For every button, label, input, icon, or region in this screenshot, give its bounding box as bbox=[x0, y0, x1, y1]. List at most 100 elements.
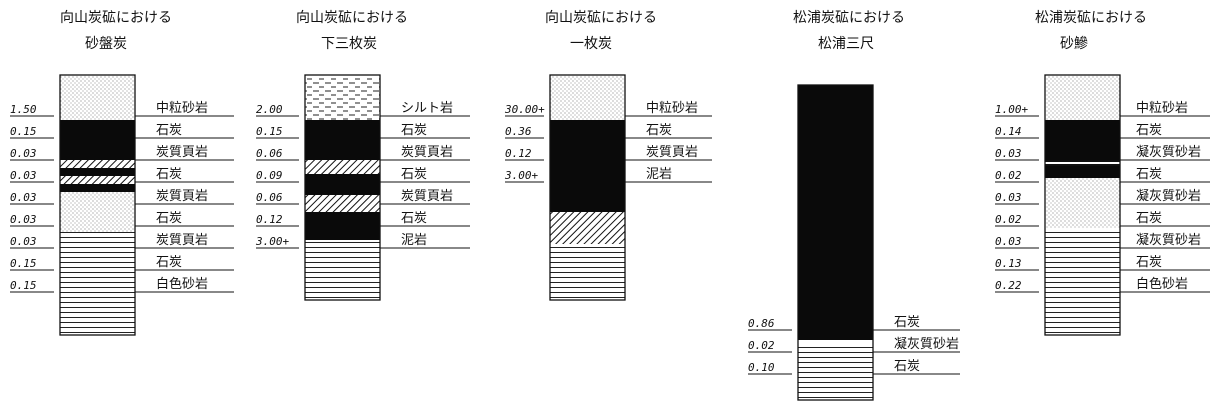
layer-label: 凝灰質砂岩 bbox=[1136, 144, 1201, 160]
column-title-line2: 砂鰺 bbox=[1060, 36, 1088, 52]
layer-label: 凝灰質砂岩 bbox=[1136, 188, 1201, 204]
layer-band-dots bbox=[1045, 178, 1120, 184]
layer-band-lines bbox=[550, 244, 625, 300]
layer-band-lines bbox=[60, 232, 135, 262]
layer-band-coal bbox=[60, 168, 135, 176]
column-outline bbox=[304, 74, 381, 301]
layer-thickness: 0.03 bbox=[10, 169, 37, 182]
layer-band-coal bbox=[60, 184, 135, 192]
layer-label: 石炭 bbox=[646, 123, 672, 138]
layer-band-hatch bbox=[305, 160, 380, 174]
layer-thickness: 0.15 bbox=[10, 279, 37, 292]
layer-thickness: 3.00+ bbox=[504, 169, 538, 182]
layer-label: 石炭 bbox=[894, 315, 920, 330]
layer-thickness: 0.03 bbox=[995, 147, 1022, 160]
layer-label: 石炭 bbox=[401, 123, 427, 138]
layer-thickness: 0.12 bbox=[256, 213, 283, 226]
layer-thickness: 0.10 bbox=[748, 361, 775, 374]
layer-band-dots bbox=[1045, 184, 1120, 228]
layer-thickness: 0.22 bbox=[995, 279, 1022, 292]
layer-band-lines bbox=[1045, 228, 1120, 268]
layer-label: 泥岩 bbox=[646, 167, 672, 182]
column-title-line1: 向山炭砿における bbox=[296, 10, 408, 26]
column-title-line1: 向山炭砿における bbox=[545, 10, 657, 26]
layer-label: 中粒砂岩 bbox=[1136, 101, 1188, 116]
layer-thickness: 1.00+ bbox=[995, 103, 1028, 116]
layer-label: 石炭 bbox=[156, 123, 182, 138]
column-title-line1: 向山炭砿における bbox=[60, 10, 172, 26]
layer-band-dots bbox=[60, 75, 135, 120]
layer-band-lines bbox=[1045, 268, 1120, 335]
layer-label: 泥岩 bbox=[401, 233, 427, 248]
layer-thickness: 0.15 bbox=[10, 125, 37, 138]
layer-band-hatch bbox=[60, 176, 135, 184]
column-title-line2: 松浦三尺 bbox=[818, 36, 874, 52]
column-title-line2: 砂盤炭 bbox=[85, 36, 127, 52]
column-title-line2: 一枚炭 bbox=[570, 36, 612, 52]
layer-thickness: 0.15 bbox=[256, 125, 283, 138]
layer-thickness: 30.00+ bbox=[504, 103, 545, 116]
layer-thickness: 0.13 bbox=[995, 257, 1022, 270]
layer-band-coal bbox=[550, 120, 625, 212]
layer-label: 白色砂岩 bbox=[1136, 276, 1188, 292]
layer-band-coal bbox=[1045, 166, 1120, 172]
layer-label: 石炭 bbox=[156, 167, 182, 182]
layer-label: 石炭 bbox=[401, 167, 427, 182]
layer-thickness: 0.36 bbox=[505, 125, 532, 138]
layer-band-dash bbox=[305, 75, 380, 120]
layer-thickness: 0.14 bbox=[995, 125, 1022, 138]
layer-label: 凝灰質砂岩 bbox=[1136, 232, 1201, 248]
layer-label: 石炭 bbox=[1136, 123, 1162, 138]
layer-band-dots bbox=[1045, 75, 1120, 120]
layer-band-lines bbox=[60, 262, 135, 335]
layer-label: 石炭 bbox=[894, 359, 920, 374]
layer-band-lines bbox=[305, 240, 380, 300]
layer-thickness: 0.03 bbox=[995, 191, 1022, 204]
layer-label: 凝灰質砂岩 bbox=[894, 336, 959, 352]
layer-label: 炭質頁岩 bbox=[156, 145, 208, 160]
layer-band-hatch bbox=[60, 160, 135, 168]
layer-band-hatch bbox=[550, 212, 625, 244]
layer-label: 白色砂岩 bbox=[156, 276, 208, 292]
layer-thickness: 0.06 bbox=[256, 147, 283, 160]
layer-label: 石炭 bbox=[156, 211, 182, 226]
layer-label: シルト岩 bbox=[401, 101, 453, 116]
layer-band-coal bbox=[305, 120, 380, 160]
column-outline bbox=[1044, 74, 1121, 336]
layer-band-stripe bbox=[1045, 160, 1120, 166]
layer-label: 炭質頁岩 bbox=[401, 145, 453, 160]
layer-band-coal bbox=[1045, 172, 1120, 178]
layer-thickness: 0.03 bbox=[10, 235, 37, 248]
layer-band-coal bbox=[1045, 120, 1120, 160]
layer-label: 中粒砂岩 bbox=[646, 101, 698, 116]
layer-thickness: 0.06 bbox=[256, 191, 283, 204]
column-title-line1: 松浦炭砿における bbox=[1035, 10, 1147, 26]
layer-band-coal bbox=[798, 85, 873, 340]
layer-thickness: 0.09 bbox=[256, 169, 283, 182]
column-title-line1: 松浦炭砿における bbox=[793, 10, 905, 26]
column-outline bbox=[59, 74, 136, 336]
layer-thickness: 0.03 bbox=[10, 213, 37, 226]
layer-band-coal bbox=[60, 120, 135, 160]
layer-label: 石炭 bbox=[1136, 167, 1162, 182]
column-outline bbox=[549, 74, 626, 301]
layer-thickness: 0.03 bbox=[995, 235, 1022, 248]
column-outline bbox=[797, 84, 874, 401]
layer-thickness: 0.02 bbox=[995, 213, 1022, 226]
layer-thickness: 0.02 bbox=[995, 169, 1022, 182]
layer-band-coal bbox=[305, 212, 380, 240]
layer-thickness: 0.86 bbox=[748, 317, 775, 330]
layer-label: 炭質頁岩 bbox=[156, 233, 208, 248]
layer-label: 炭質頁岩 bbox=[156, 189, 208, 204]
layer-band-dots bbox=[60, 192, 135, 232]
layer-thickness: 0.03 bbox=[10, 147, 37, 160]
layer-label: 石炭 bbox=[401, 211, 427, 226]
layer-thickness: 0.03 bbox=[10, 191, 37, 204]
layer-thickness: 0.02 bbox=[748, 339, 775, 352]
layer-band-coal bbox=[305, 174, 380, 195]
